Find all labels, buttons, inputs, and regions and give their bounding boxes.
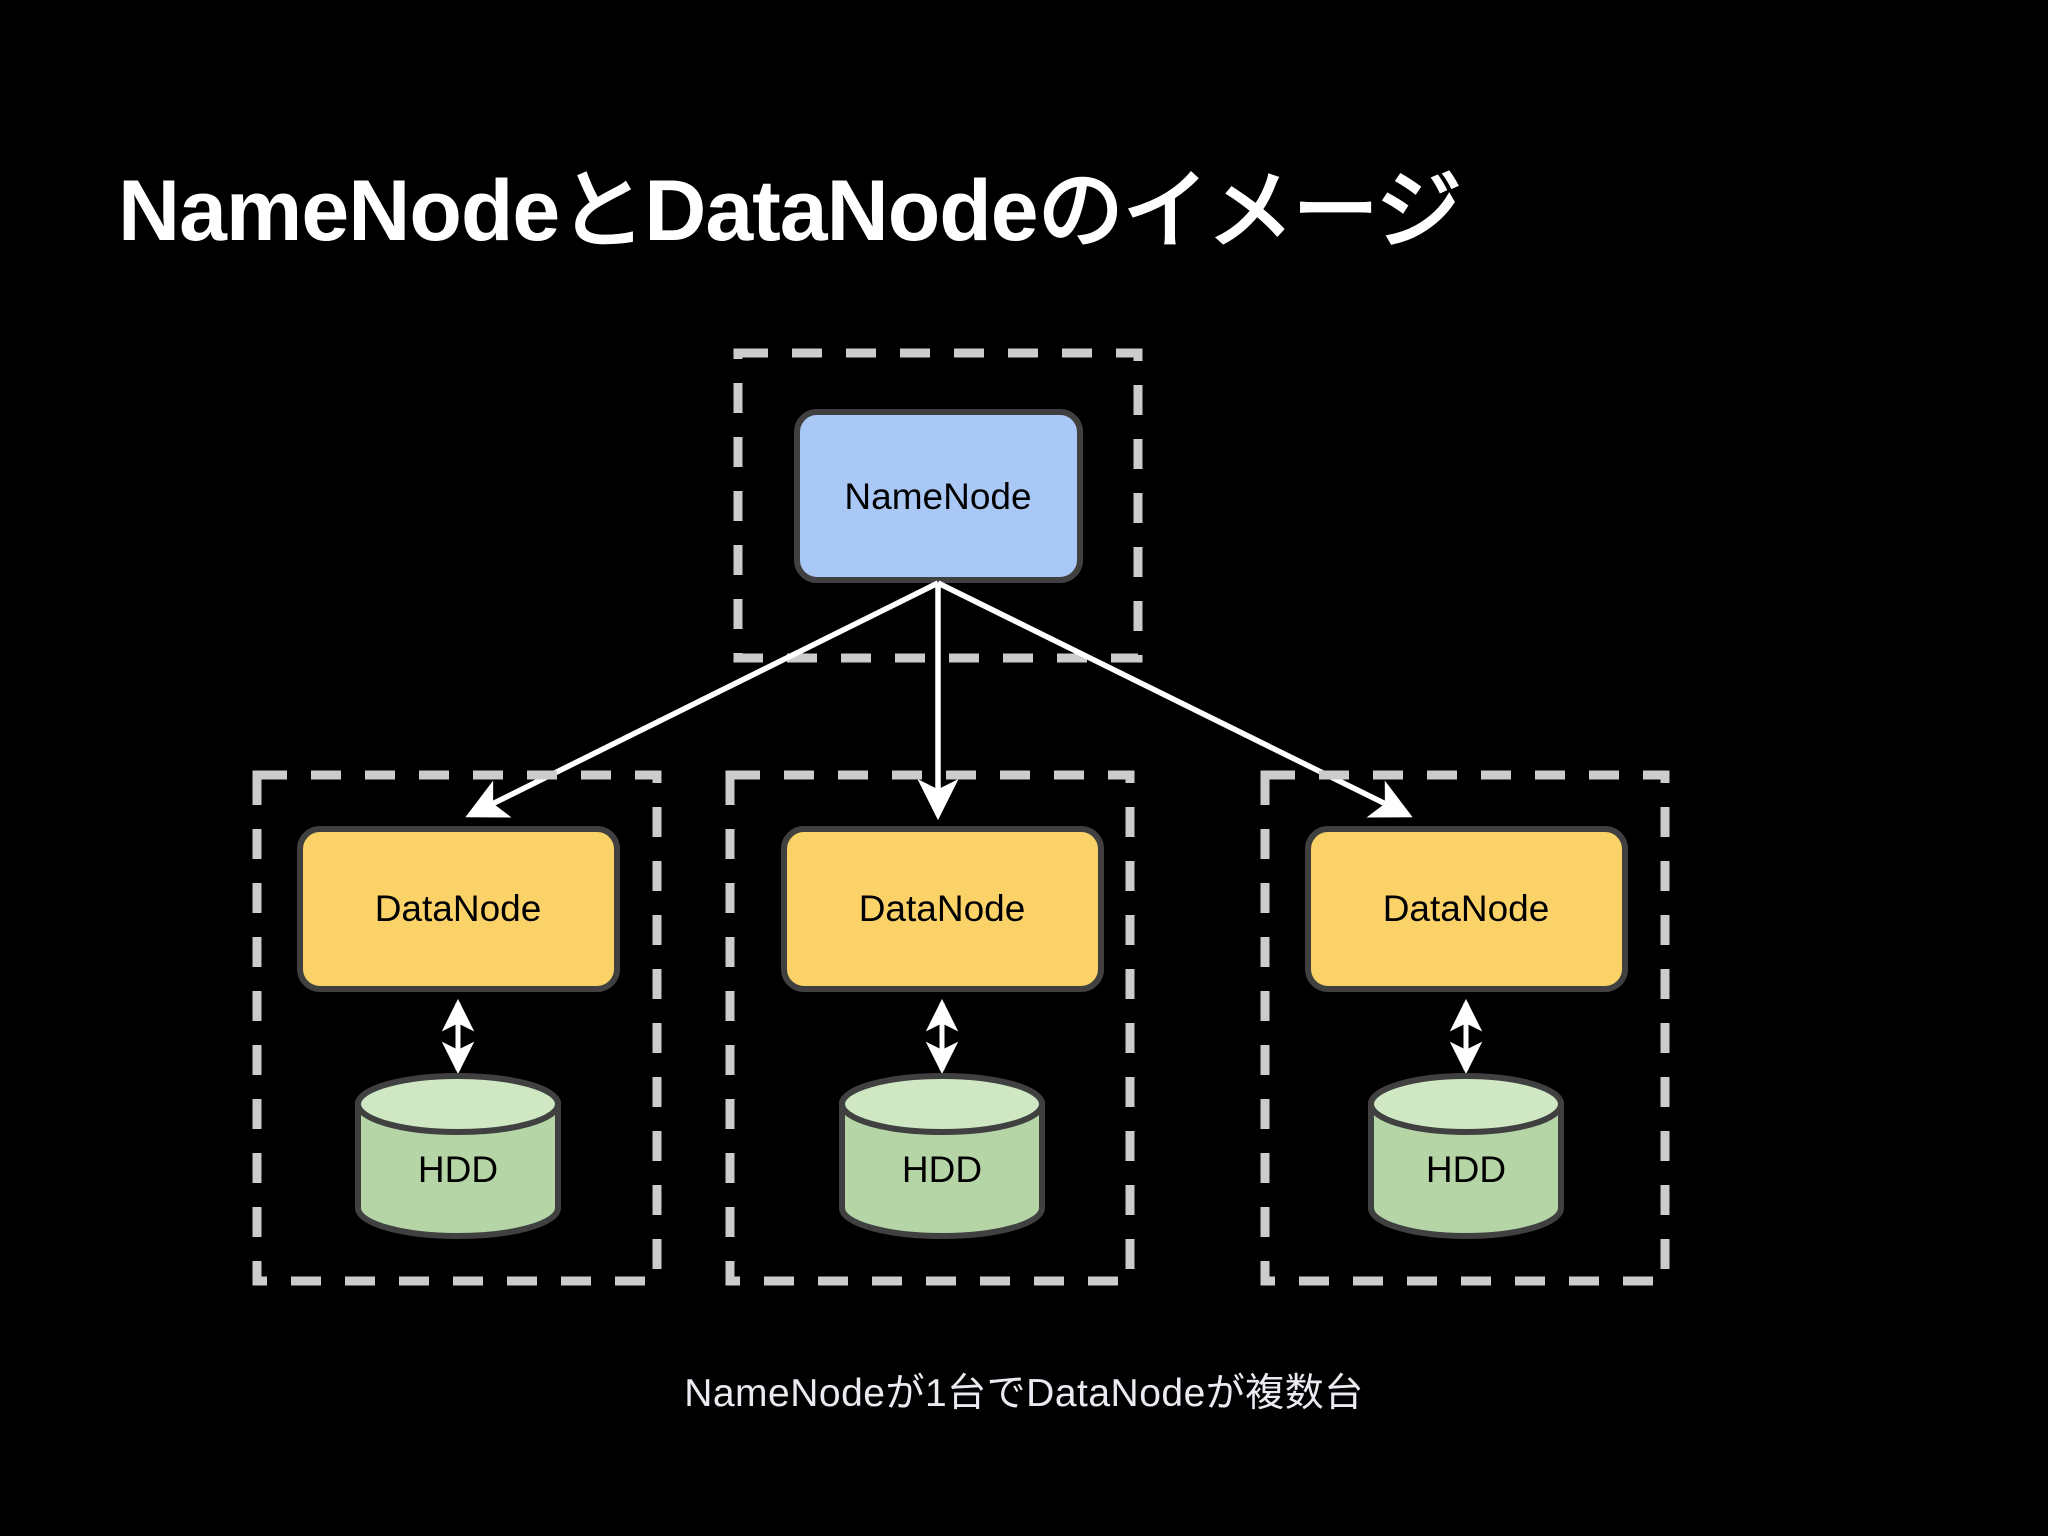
namenode-group: NameNode bbox=[733, 348, 1143, 663]
namenode-box-rect bbox=[794, 409, 1083, 583]
datanode-box-1[interactable]: DataNode bbox=[297, 826, 620, 992]
datanode-group-3: DataNode HDD bbox=[1260, 770, 1670, 1286]
hdd-label-3: HDD bbox=[1426, 1149, 1506, 1190]
hdd-cylinder-3-body bbox=[1368, 1101, 1564, 1239]
datanode-box-1-rect bbox=[297, 826, 620, 992]
hdd-cylinder-3-top bbox=[1368, 1073, 1564, 1135]
hdd-cylinder-2-top bbox=[839, 1073, 1045, 1135]
datanode-label-2: DataNode bbox=[859, 888, 1026, 929]
datanode-group-2: DataNode HDD bbox=[725, 770, 1135, 1286]
datanode-group-3-dashed-border bbox=[1260, 770, 1670, 1286]
datanode-box-3[interactable]: DataNode bbox=[1305, 826, 1628, 992]
namenode-label: NameNode bbox=[844, 476, 1031, 517]
page-title: NameNodeとDataNodeのイメージ bbox=[118, 163, 1462, 259]
connector-arrow-left bbox=[465, 580, 940, 818]
hdd-cylinder-2-body bbox=[839, 1101, 1045, 1239]
hdd-cylinder-1-body bbox=[355, 1101, 561, 1239]
datanode-box-2[interactable]: DataNode bbox=[781, 826, 1104, 992]
datanode-label-3: DataNode bbox=[1383, 888, 1550, 929]
connector-arrow-right bbox=[936, 580, 1413, 818]
datanode-group-2-dashed-border bbox=[725, 770, 1135, 1286]
hdd-cylinder-2[interactable]: HDD bbox=[839, 1073, 1045, 1239]
hdd-label-1: HDD bbox=[418, 1149, 498, 1190]
datanode-box-3-rect bbox=[1305, 826, 1628, 992]
hdd-cylinder-3[interactable]: HDD bbox=[1368, 1073, 1564, 1239]
datanode-group-1: DataNode HDD bbox=[252, 770, 662, 1286]
namenode-group-dashed-border bbox=[733, 348, 1143, 663]
namenode-box[interactable]: NameNode bbox=[794, 409, 1083, 583]
hdd-cylinder-1[interactable]: HDD bbox=[355, 1073, 561, 1239]
datanode-label-1: DataNode bbox=[375, 888, 542, 929]
hdd-label-2: HDD bbox=[902, 1149, 982, 1190]
datanode-box-2-rect bbox=[781, 826, 1104, 992]
hdd-cylinder-1-top bbox=[355, 1073, 561, 1135]
datanode-group-1-dashed-border bbox=[252, 770, 662, 1286]
diagram-caption: NameNodeが1台でDataNodeが複数台 bbox=[684, 1372, 1364, 1415]
